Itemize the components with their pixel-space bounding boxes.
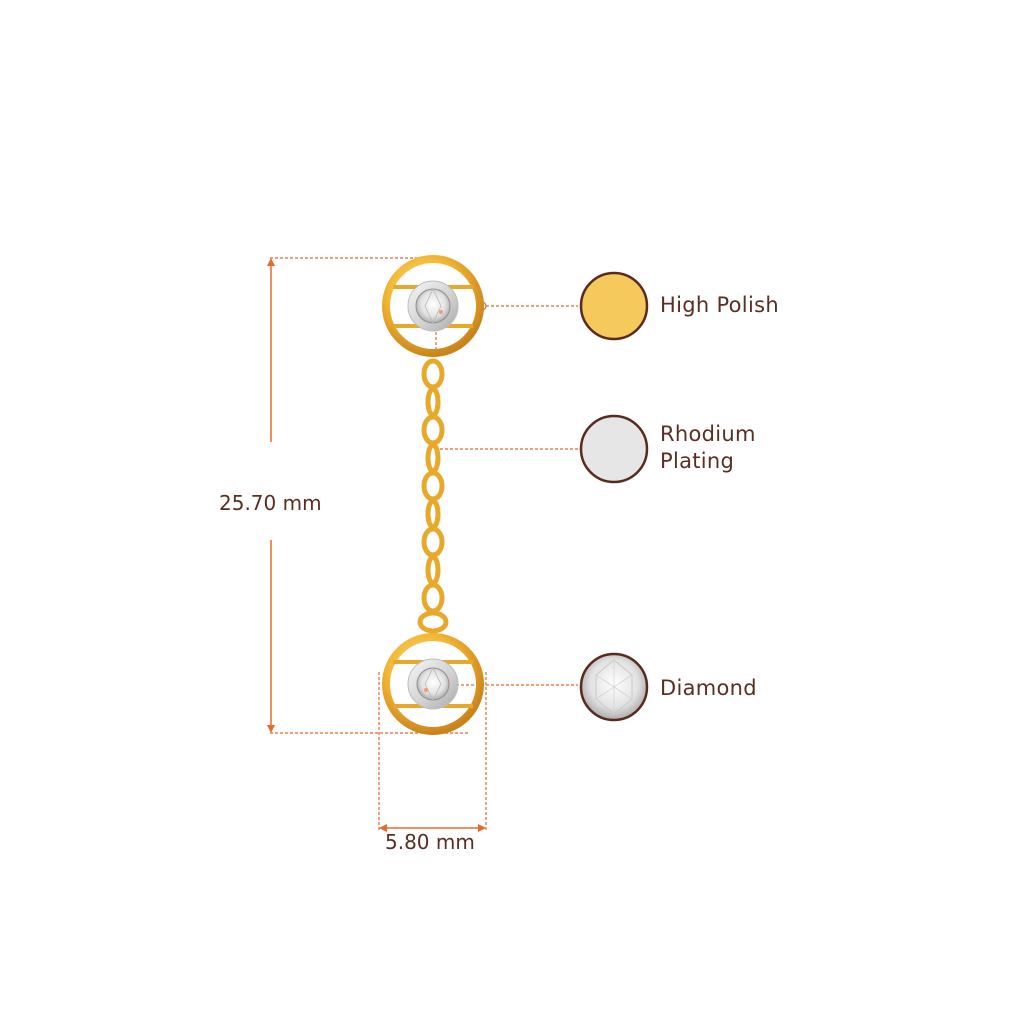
legend-label-diamond: Diamond: [660, 675, 757, 702]
legend-label-line: High Polish: [660, 293, 779, 317]
width-dimension-label: 5.80 mm: [385, 830, 475, 854]
legend-label-line: Rhodium: [660, 422, 756, 446]
legend-label-line: Diamond: [660, 676, 757, 700]
chain: [417, 358, 449, 634]
legend-label-high-polish: High Polish: [660, 292, 779, 319]
diamond-swatch-icon: [579, 652, 649, 722]
width-dimension: [378, 672, 487, 832]
height-dimension-label: 25.70 mm: [219, 491, 322, 515]
legend-label-rhodium-plating: Rhodium Plating: [660, 421, 756, 475]
legend-label-line: Plating: [660, 449, 735, 473]
bottom-pendant: [382, 633, 484, 735]
gold-swatch-icon: [579, 271, 649, 341]
top-pendant: [382, 255, 484, 357]
rhodium-swatch-icon: [579, 414, 649, 484]
